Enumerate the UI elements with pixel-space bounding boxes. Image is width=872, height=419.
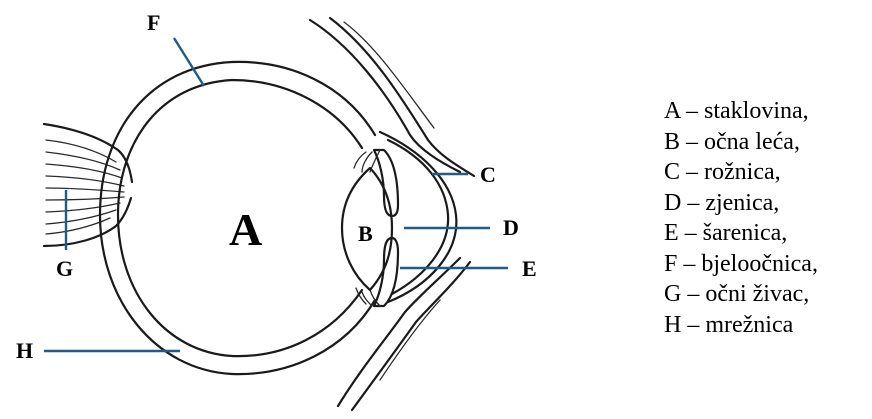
cornea <box>378 130 458 304</box>
legend-item-d: D – zjenica, <box>664 189 780 216</box>
legend-item-g: G – očni živac, <box>664 281 810 307</box>
legend-item-c: C – rožnica, <box>664 159 781 185</box>
legend-item-b: B – očna leća, <box>664 128 800 155</box>
legend-list: A – staklovina, B – očna leća, C – rožni… <box>664 96 818 340</box>
lens <box>340 166 394 292</box>
legend-item-f: F – bjeloočnica, <box>664 250 818 277</box>
legend-item-a: A – staklovina, <box>664 98 809 124</box>
letter-labels: F A B C D E G H <box>16 10 537 363</box>
label-g: G <box>56 256 73 281</box>
label-c: C <box>480 162 496 187</box>
pointer-f <box>172 37 206 87</box>
eyelids <box>308 16 476 412</box>
label-a: A <box>229 204 262 255</box>
label-b: B <box>358 221 373 246</box>
label-f: F <box>147 10 160 35</box>
legend-item-h: H – mrežnica <box>664 311 794 338</box>
label-e: E <box>522 256 537 281</box>
label-h: H <box>16 338 33 363</box>
label-d: D <box>503 215 519 240</box>
optic-nerve <box>42 122 134 248</box>
eyeball <box>98 60 377 376</box>
pointer-lines <box>44 37 508 353</box>
legend-item-e: E – šarenica, <box>664 220 788 246</box>
